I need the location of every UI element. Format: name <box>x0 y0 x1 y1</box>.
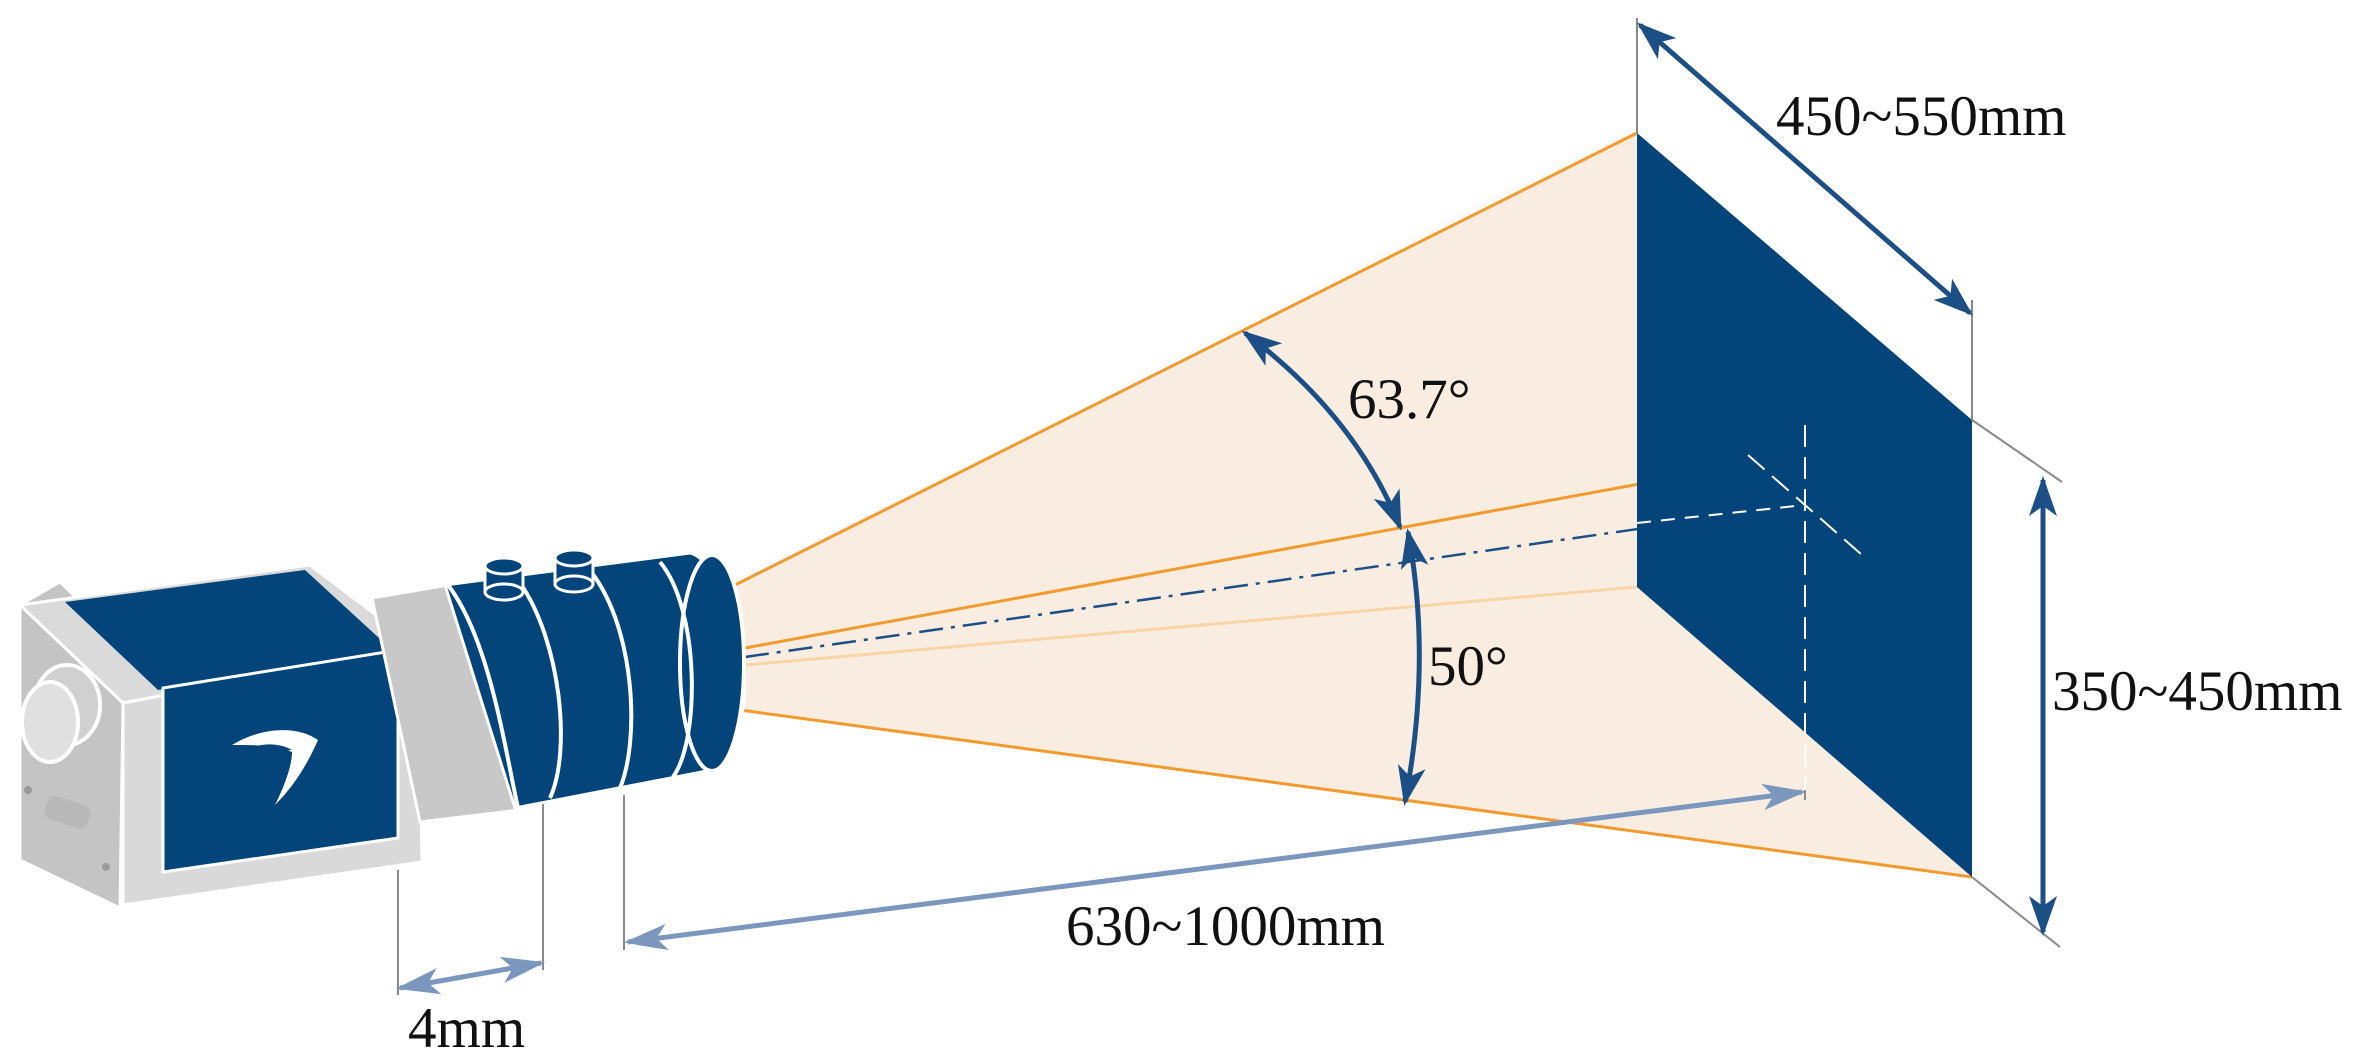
target-plane <box>1636 133 1972 877</box>
distance-arrow <box>623 783 1807 951</box>
ext-height-top <box>1971 419 2063 483</box>
dimension-labels: 450~550mm 350~450mm 63.7° 50° 630~1000mm… <box>408 85 2343 1059</box>
fov-edge-top <box>724 131 1638 592</box>
width-label: 450~550mm <box>1776 85 2067 148</box>
camera-connector-inner <box>20 680 80 764</box>
camera-side-slot <box>44 795 91 829</box>
distance-label: 630~1000mm <box>1066 895 1385 958</box>
camera-top-panel <box>65 570 392 690</box>
height-label: 350~450mm <box>2052 660 2343 723</box>
angle-v-label: 50° <box>1428 635 1508 698</box>
angle-h-label: 63.7° <box>1348 368 1471 431</box>
ext-height-bottom <box>1971 876 2061 948</box>
angle-v-arc <box>1397 528 1429 806</box>
offset-label: 4mm <box>408 997 525 1059</box>
lens-front-ring <box>678 553 746 773</box>
focus-knob-2 <box>553 548 595 594</box>
lens-ring-3 <box>518 581 563 799</box>
fov-edge-faint <box>744 585 1638 667</box>
dimension-arrows <box>395 22 2057 995</box>
camera-front-panel <box>161 648 400 874</box>
crosshair-horizontal <box>1636 504 1806 524</box>
camera-screw-1 <box>24 786 32 794</box>
lens-ring-2 <box>590 571 634 789</box>
lens-ring-1 <box>658 560 694 779</box>
swoosh-logo-icon <box>232 730 318 805</box>
lens-mount <box>370 583 522 824</box>
industrial-camera-icon <box>16 548 747 911</box>
lens-mount-edge <box>446 583 520 809</box>
offset-arrow <box>395 956 546 995</box>
camera-screw-2 <box>102 863 110 871</box>
focus-knob-1 <box>483 556 525 602</box>
angle-h-arc <box>1241 330 1403 531</box>
optical-axis <box>744 503 1806 659</box>
width-arrow <box>1636 22 1974 316</box>
